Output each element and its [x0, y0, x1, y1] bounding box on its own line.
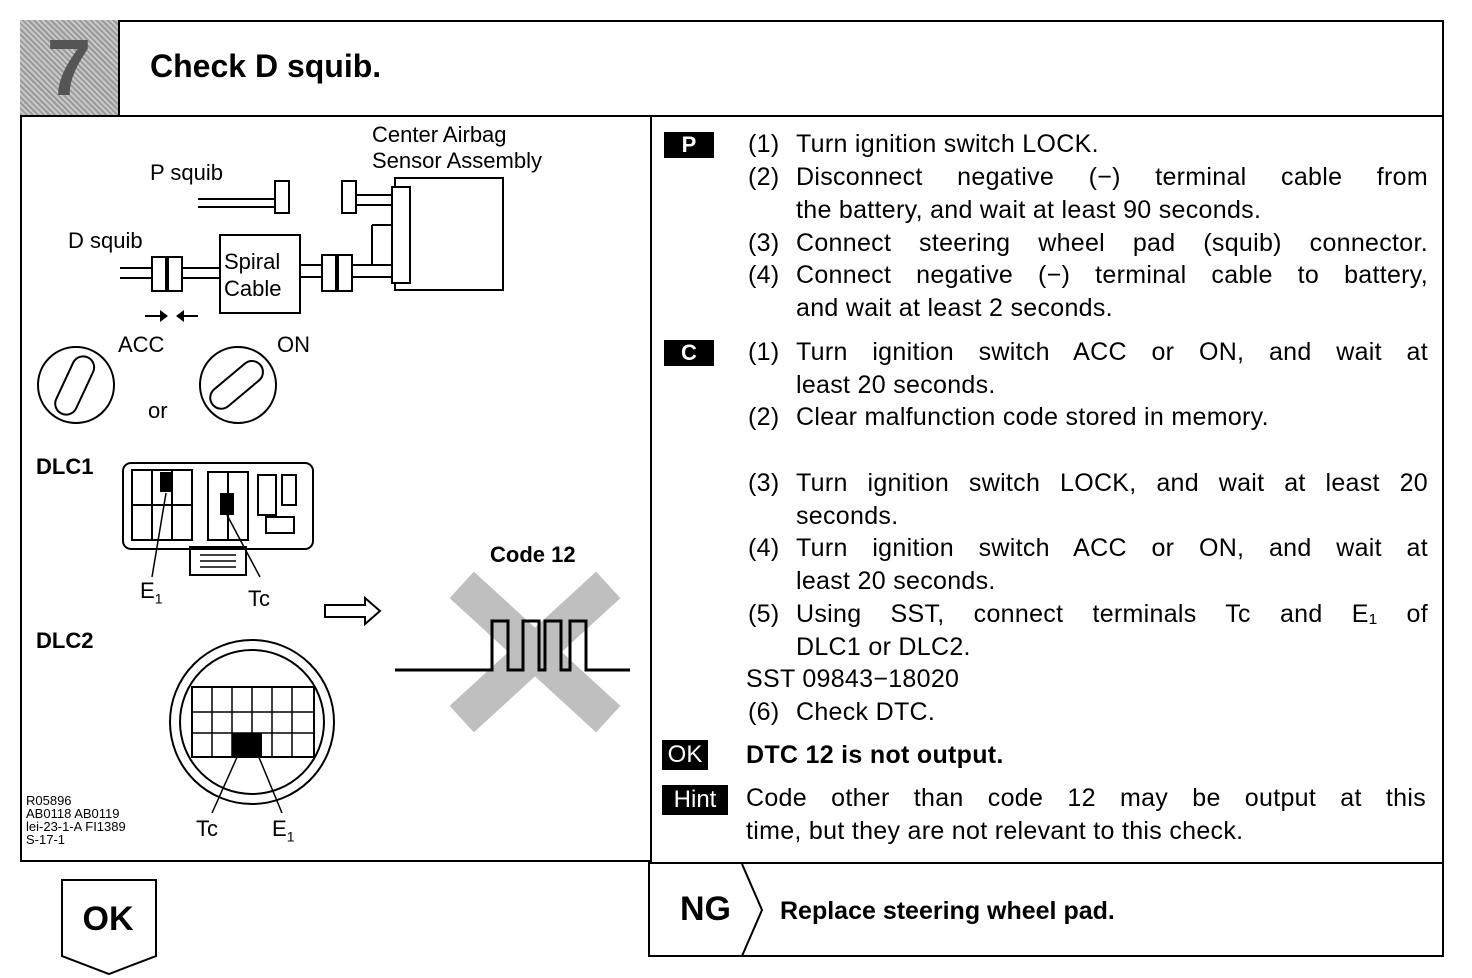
dlc2-label: DLC2	[36, 628, 94, 653]
c-tag: C	[664, 340, 714, 366]
or-label: or	[148, 398, 168, 423]
d-squib-connector-b	[167, 256, 183, 292]
diagram-drawing	[37, 177, 630, 814]
ok-result-label: OK	[82, 900, 134, 938]
ignition-on-icon	[199, 346, 277, 424]
dlc1-label: DLC1	[36, 454, 94, 479]
hint-tag: Hint	[662, 785, 728, 815]
c-step-4: (4) Turn ignition switch ACC or ON, and …	[748, 534, 1428, 595]
c-step-1: (1) Turn ignition switch ACC or ON, and …	[748, 338, 1428, 399]
airbag-sensor-label: Center Airbag Sensor Assembly	[372, 122, 542, 173]
c-step-3: (3) Turn ignition switch LOCK, and wait …	[748, 469, 1428, 530]
ok-text: DTC 12 is not output.	[746, 741, 1004, 769]
on-label: ON	[277, 332, 310, 357]
arrow-left-icon	[176, 310, 198, 322]
airbag-sensor-connector	[391, 186, 411, 284]
hint-text: Code other than code 12 may be output at…	[746, 784, 1426, 845]
ng-action: Replace steering wheel pad.	[780, 897, 1115, 925]
ng-result-box	[648, 862, 1444, 957]
ok-tag: OK	[662, 740, 708, 770]
p-step-3: (3) Connect steering wheel pad (squib) c…	[748, 229, 1428, 257]
reference-codes: R05896 AB0118 AB0119 lei-23-1-A FI1389 S…	[26, 793, 126, 847]
dlc2-connector	[169, 639, 335, 814]
p-tag: P	[664, 132, 714, 158]
p-step-2: (2) Disconnect negative (−) terminal cab…	[748, 163, 1428, 224]
code-label: Code 12	[490, 542, 576, 567]
code-12-waveform	[395, 571, 630, 733]
dlc2-tc-label: Tc	[196, 816, 218, 841]
dlc1-connector	[122, 462, 314, 578]
p-step-4: (4) Connect negative (−) terminal cable …	[748, 261, 1428, 322]
acc-label: ACC	[118, 332, 165, 357]
spiral-cable-box	[219, 234, 301, 314]
c-step-6: (6) Check DTC.	[748, 698, 936, 726]
page-title: Check D squib.	[150, 48, 382, 84]
step-number-badge: 7	[20, 20, 120, 115]
airbag-sensor-box	[394, 177, 504, 291]
ok-result-tab	[61, 879, 157, 976]
dlc1-tc-label: Tc	[248, 586, 270, 611]
spiral-cable-label: Spiral Cable	[224, 249, 282, 301]
ng-label: NG	[680, 890, 731, 928]
ng-divider	[741, 864, 764, 956]
c-step-2: (2) Clear malfunction code stored in mem…	[748, 403, 1269, 431]
sst-number: SST 09843−18020	[746, 665, 960, 693]
dlc1-e1-label: E1	[140, 578, 163, 607]
c-step-5: (5) Using SST, connect terminals Tc and …	[748, 600, 1428, 661]
arrow-right-icon	[145, 310, 168, 322]
p-squib-connector	[274, 180, 290, 214]
p-step-1: (1) Turn ignition switch LOCK.	[748, 130, 1099, 158]
d-squib-label: D squib	[68, 228, 143, 253]
dlc2-e1-label: E1	[272, 816, 295, 845]
ignition-acc-icon	[37, 346, 115, 424]
d-squib-connector-a	[151, 256, 167, 292]
step-number: 7	[46, 23, 92, 112]
result-arrow-icon	[324, 595, 382, 627]
p-squib-label: P squib	[150, 160, 223, 185]
